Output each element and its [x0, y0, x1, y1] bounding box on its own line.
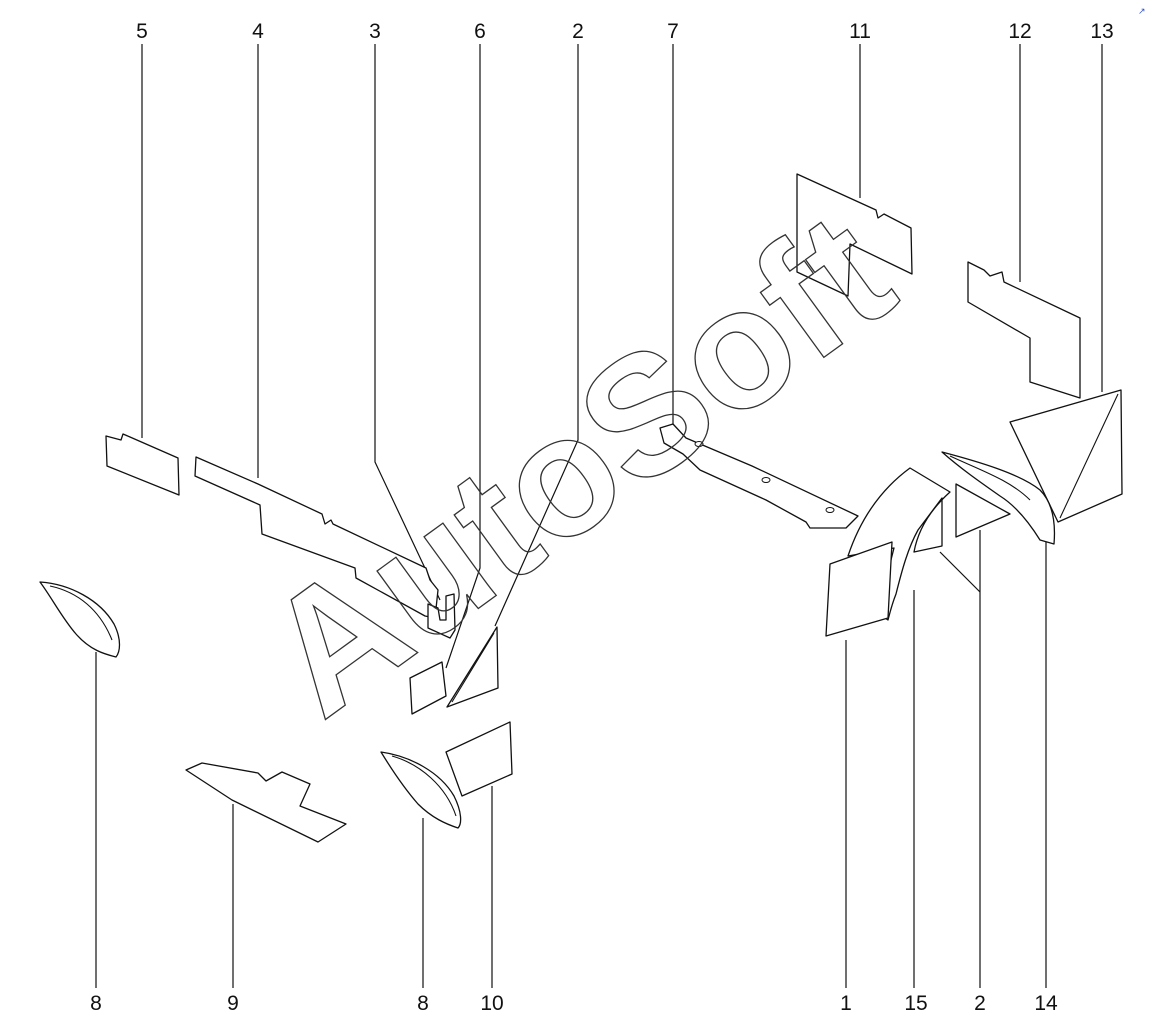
callout-4: 4: [252, 20, 264, 43]
part-7-hole-3: [825, 507, 835, 513]
part-7-hole-1: [694, 441, 704, 447]
part-2-triangle-right: [955, 483, 1011, 538]
part-8-curved-left-edge: [49, 585, 113, 641]
callout-15: 15: [904, 992, 927, 1015]
leader-3: [374, 44, 441, 601]
callout-8-left: 8: [90, 992, 102, 1015]
callout-9: 9: [227, 992, 239, 1015]
part-8-curved-right: [380, 751, 462, 829]
part-11-panel: [796, 173, 913, 297]
parts: [39, 173, 1123, 843]
part-5-panel: [105, 433, 180, 496]
leader-2a: [494, 44, 579, 627]
part-7-hole-2: [761, 477, 771, 483]
callout-5: 5: [136, 20, 148, 43]
callout-13: 13: [1090, 20, 1113, 43]
callout-7: 7: [667, 20, 679, 43]
callout-12: 12: [1008, 20, 1031, 43]
callout-6: 6: [474, 20, 486, 43]
leader-lines: [95, 44, 1103, 988]
callout-10: 10: [480, 992, 503, 1015]
part-4-strip: [194, 456, 439, 619]
callout-11: 11: [849, 20, 871, 43]
part-2-triangle-left-edge: [451, 632, 495, 703]
callout-14: 14: [1034, 992, 1058, 1015]
part-12-panel: [967, 261, 1081, 399]
part-8-curved-left: [39, 581, 121, 658]
part-8-curved-right-edge: [391, 755, 457, 817]
callout-1: 1: [840, 992, 852, 1015]
callout-2-top: 2: [572, 20, 584, 43]
callout-8-right: 8: [417, 992, 429, 1015]
part-1-panel: [825, 541, 893, 637]
part-14-inner-curve: [949, 455, 1031, 501]
callout-2-bottom: 2: [974, 992, 986, 1015]
part-10-pad: [445, 721, 513, 797]
part-3-bracket: [427, 593, 456, 639]
part-9-panel: [185, 762, 347, 843]
bottom-callouts: 8 9 8 10 1 15 2 14: [90, 992, 1058, 1015]
part-14-liner: [941, 451, 1056, 545]
part-13-panel: [1009, 389, 1123, 523]
callout-3: 3: [369, 20, 381, 43]
part-6-pad: [409, 661, 447, 715]
part-13-fold: [1059, 393, 1119, 519]
leader-2c: [939, 551, 981, 593]
leader-6: [445, 44, 481, 669]
top-callouts: 5 4 3 6 2 7 11 12 13: [136, 20, 1114, 43]
part-7-strip: [659, 423, 859, 529]
corner-mark: ↗: [1138, 6, 1146, 16]
